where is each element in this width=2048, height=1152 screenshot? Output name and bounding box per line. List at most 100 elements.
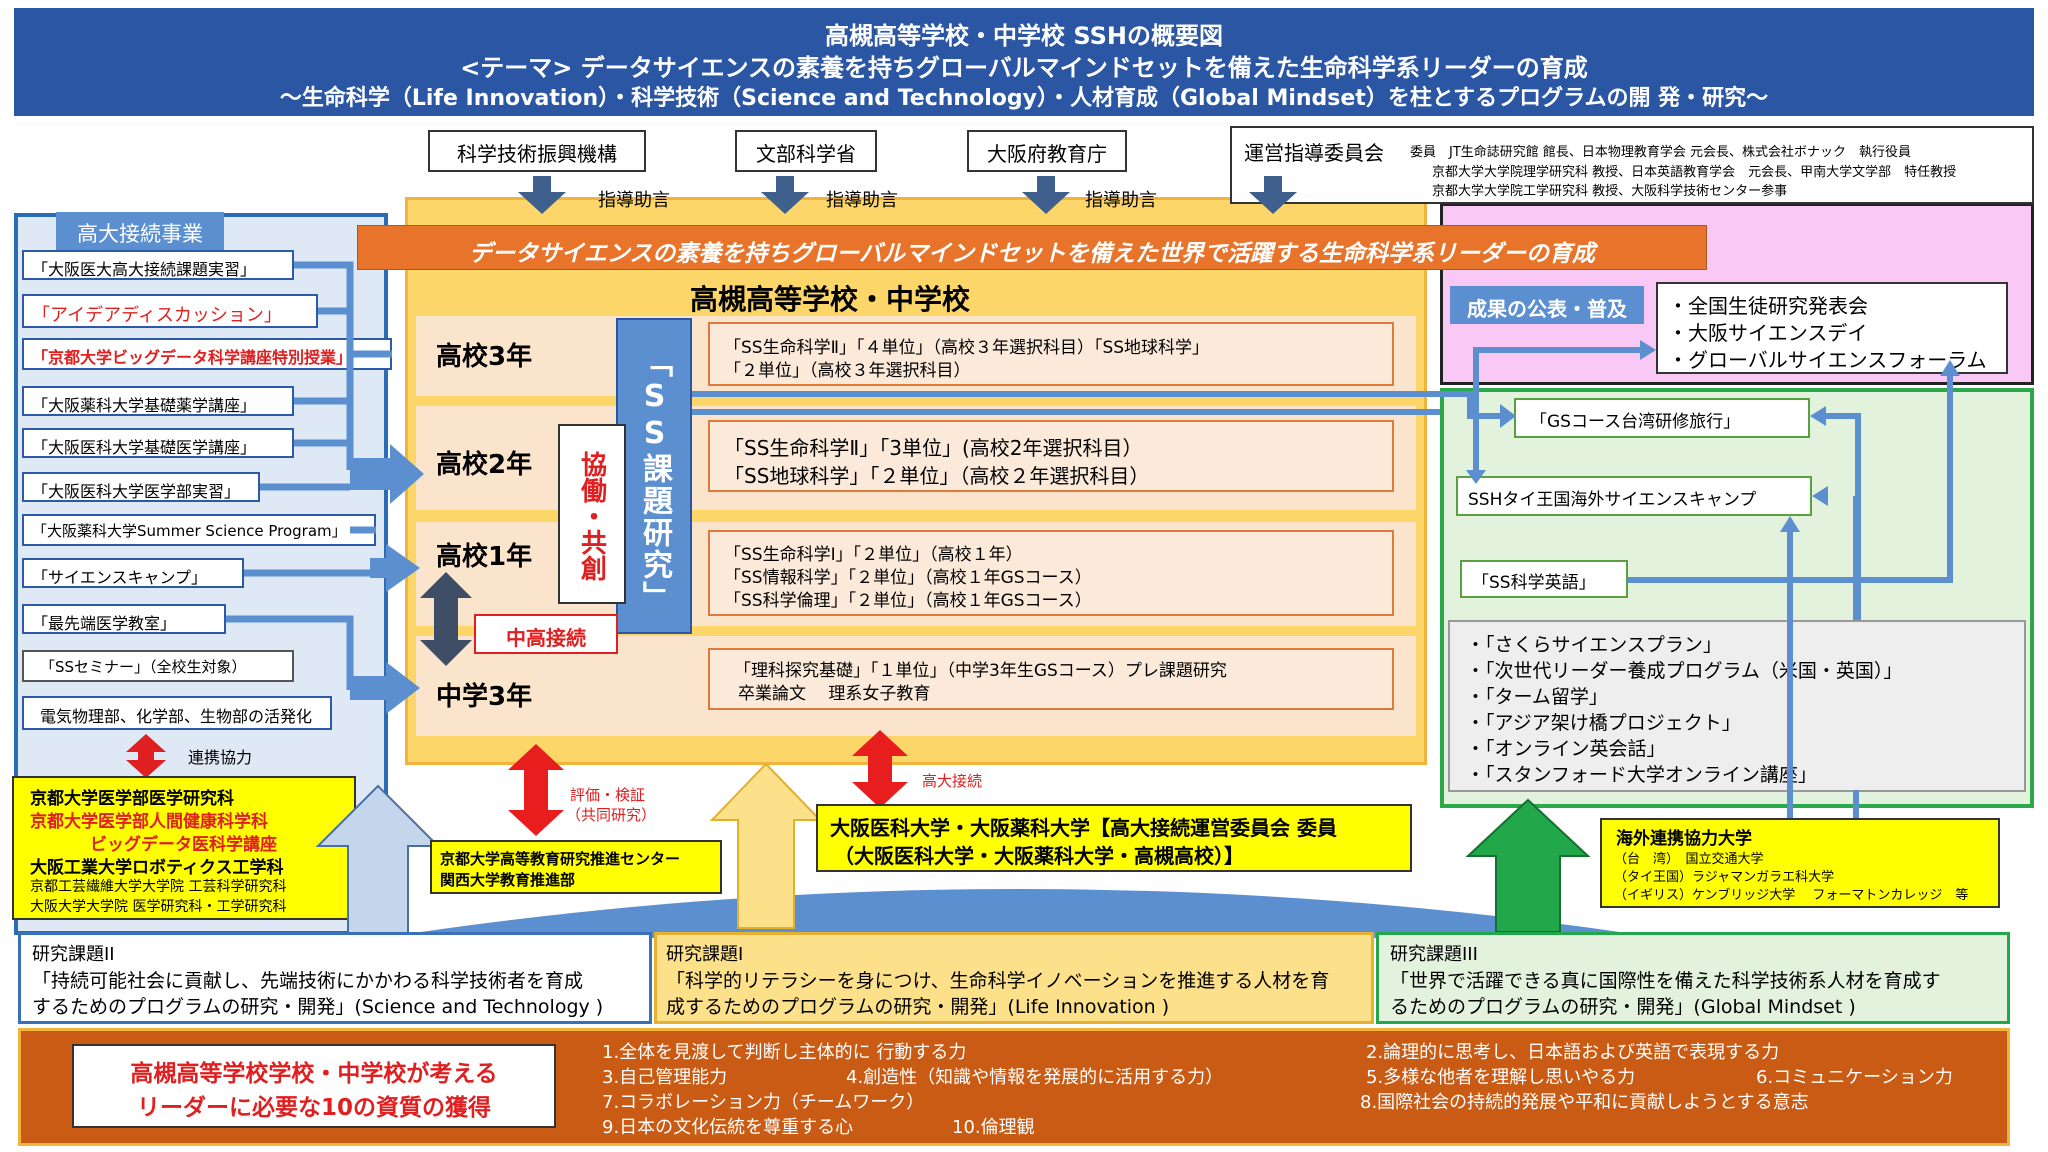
course-g3-line1: 「SS生命科学Ⅱ」「４単位」（高校３年選択科目）「SS地球科学」 bbox=[724, 338, 1210, 358]
left-item-box-4 bbox=[22, 428, 294, 458]
arrowhead-gstrip bbox=[1500, 404, 1516, 428]
link-g3-to-gstrip bbox=[692, 391, 1500, 419]
arrowhead-thai-down bbox=[1466, 470, 1486, 484]
course-g2-line2: 「SS地球科学」「２単位」（高校２年選択科目） bbox=[724, 464, 1150, 488]
left-item-2: 「京都大学ビッグデータ科学講座特別授業」 bbox=[32, 348, 353, 367]
programs-box bbox=[1448, 620, 2026, 792]
chuko-box bbox=[474, 614, 618, 654]
left-item-box-7 bbox=[22, 558, 244, 588]
left-item-box-6 bbox=[22, 514, 376, 546]
cooperation-arrow bbox=[126, 734, 166, 778]
research-box-1 bbox=[654, 932, 1374, 1024]
course-g1-line1: 「SS生命科学Ⅰ」「２単位」（高校１年） bbox=[724, 545, 1023, 565]
research-box-2 bbox=[18, 932, 652, 1024]
overseas-title: 海外連携協力大学 bbox=[1616, 829, 1752, 849]
univ-5: 大阪大学大学院 医学研究科・工学研究科 bbox=[30, 899, 287, 915]
left-item-3: 「大阪薬科大学基礎薬学講座」 bbox=[32, 396, 257, 415]
quality-8: 8.国際社会の持続的発展や平和に貢献しようとする意志 bbox=[1360, 1092, 1809, 1113]
org-mext bbox=[735, 130, 877, 172]
chuko-label: 中高接続 bbox=[506, 626, 586, 650]
header-title: 高槻高等学校・中学校 SSHの概要図 bbox=[825, 22, 1223, 50]
program-3: ・「アジア架け橋プロジェクト」 bbox=[1466, 712, 1741, 734]
osaka-committee-1: 大阪医科大学・大阪薬科大学【高大接続運営委員会 委員 bbox=[830, 816, 1337, 840]
pub-item-0: ・全国生徒研究発表会 bbox=[1668, 294, 1868, 318]
left-item-box-0 bbox=[22, 250, 294, 280]
program-5: ・「スタンフォード大学オンライン講座」 bbox=[1466, 764, 1817, 786]
quality-2: 2.論理的に思考し、日本語および英語で表現する力 bbox=[1366, 1042, 1780, 1063]
grade-label-g3: 高校3年 bbox=[436, 342, 533, 372]
kyodo-label: 協働・共創 bbox=[576, 451, 607, 581]
overseas-0: （台 湾） 国立交通大学 bbox=[1614, 852, 1764, 867]
left-item-9: 「SSセミナー」（全校生対象） bbox=[40, 658, 247, 676]
course-box-g3 bbox=[708, 322, 1394, 386]
grade-label-j3: 中学3年 bbox=[436, 682, 533, 712]
eval-label-1: 評価・検証 bbox=[570, 786, 646, 804]
left-item-box-3 bbox=[22, 386, 294, 416]
quality-1: 1.全体を見渡して判断し主体的に 行動する力 bbox=[602, 1042, 967, 1063]
left-panel-title: 高大接続事業 bbox=[77, 222, 203, 246]
qualities-title-1: 高槻高等学校学校・中学校が考える bbox=[130, 1061, 498, 1087]
research-2-title: 研究課題II bbox=[32, 944, 115, 965]
course-j3-line2: 卒業論文 理系女子教育 bbox=[738, 684, 931, 704]
quality-7: 7.コラボレーション力（チームワーク） bbox=[602, 1092, 925, 1113]
research-3-title: 研究課題III bbox=[1390, 944, 1478, 965]
gs-trip-box bbox=[1514, 398, 1810, 438]
link-programs-gstrip bbox=[1824, 413, 1861, 620]
vision-banner-text: データサイエンスの素養を持ちグローバルマインドセットを備えた世界で活躍する生命科… bbox=[468, 241, 1596, 267]
course-g1-line2: 「SS情報科学」「２単位」（高校１年GSコース） bbox=[724, 568, 1092, 588]
research-3-line2: るためのプログラムの研究・開発」(Global Mindset ) bbox=[1390, 996, 1856, 1018]
quality-5: 5.多様な他者を理解し思いやる力 bbox=[1366, 1067, 1636, 1088]
left-item-1: 「アイデアディスカッション」 bbox=[32, 305, 282, 326]
pub-title: 成果の公表・普及 bbox=[1467, 297, 1627, 321]
kodai-arrow bbox=[852, 730, 908, 808]
universities-box bbox=[12, 776, 356, 920]
course-j3-line1: 「理科探究基礎」「１単位」（中学3年生GSコース）プレ課題研究 bbox=[734, 661, 1227, 681]
pub-item-2: ・グローバルサイエンスフォーラム bbox=[1668, 348, 1987, 372]
org-osaka-edu-label: 大阪府教育庁 bbox=[987, 142, 1107, 166]
pub-item-1: ・大阪サイエンスデイ bbox=[1668, 321, 1868, 345]
arrow-to-g2 bbox=[350, 444, 424, 504]
eval-org-1: 京都大学高等教育研究推進センター bbox=[440, 850, 681, 868]
thai-label: SSHタイ王国海外サイエンスキャンプ bbox=[1468, 490, 1757, 510]
vision-banner bbox=[357, 225, 1707, 270]
course-g1-line3: 「SS科学倫理」「２単位」（高校１年GSコース） bbox=[724, 591, 1092, 611]
quality-4: 4.創造性（知識や情報を発展的に活用する力） bbox=[846, 1067, 1224, 1088]
research-1-title: 研究課題I bbox=[666, 944, 744, 965]
ss-research-column bbox=[616, 318, 692, 634]
left-item-box-8 bbox=[22, 604, 226, 634]
kyodo-box bbox=[558, 424, 626, 604]
univ-3: 大阪工業大学ロボティクス工学科 bbox=[30, 858, 284, 878]
arrowhead-overseas-up bbox=[1780, 516, 1800, 532]
guidance-label-3: 指導助言 bbox=[1085, 190, 1157, 211]
org-mext-label: 文部科学省 bbox=[756, 142, 856, 166]
left-item-box-1 bbox=[22, 294, 318, 328]
committee-member-2: 京都大学大学院理学研究科 教授、日本英語教育学会 元会長、甲南大学文学部 特任教… bbox=[1432, 165, 1957, 180]
eval-org-2: 関西大学教育推進部 bbox=[440, 871, 576, 889]
cooperation-label: 連携協力 bbox=[188, 748, 253, 767]
left-item-box-5 bbox=[22, 472, 260, 502]
org-jst-label: 科学技術振興機構 bbox=[457, 142, 617, 166]
qualities-title-2: リーダーに必要な10の資質の獲得 bbox=[136, 1095, 491, 1121]
guidance-arrow-1 bbox=[518, 176, 566, 214]
guidance-arrow-3 bbox=[1022, 176, 1070, 214]
quality-3: 3.自己管理能力 bbox=[602, 1067, 728, 1088]
org-osaka-edu bbox=[967, 130, 1127, 172]
quality-9: 9.日本の文化伝統を尊重する心 bbox=[602, 1117, 854, 1138]
program-0: ・「さくらサイエンスプラン」 bbox=[1466, 634, 1722, 656]
univ-0: 京都大学医学部医学研究科 bbox=[30, 789, 234, 809]
committee-member-3: 京都大学大学院工学研究科 教授、大阪科学技術センター参事 bbox=[1432, 184, 1788, 199]
osaka-committee-box bbox=[816, 804, 1412, 872]
arrowhead-gstrip-left bbox=[1810, 406, 1826, 426]
course-box-g2 bbox=[708, 420, 1394, 492]
thai-box bbox=[1456, 476, 1812, 516]
course-box-g1 bbox=[708, 530, 1394, 616]
program-4: ・「オンライン英会話」 bbox=[1466, 738, 1666, 760]
arrow-to-g1 bbox=[370, 544, 420, 592]
left-item-box-2 bbox=[22, 338, 392, 370]
ss-english-label: 「SS科学英語」 bbox=[1472, 573, 1596, 593]
left-item-box-10 bbox=[22, 696, 332, 730]
research-2-line2: するためのプログラムの研究・開発」(Science and Technology… bbox=[32, 996, 604, 1018]
grade-label-g1: 高校1年 bbox=[436, 542, 533, 572]
